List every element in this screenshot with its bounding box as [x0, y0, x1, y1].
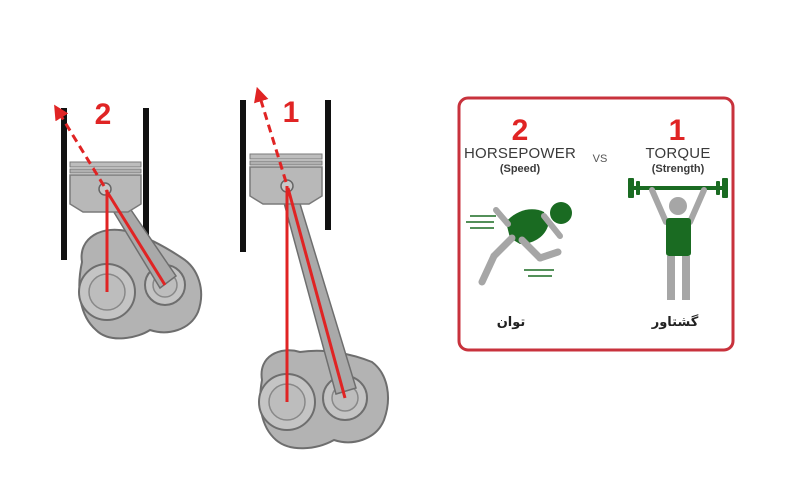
- cylinder-wall-right: [325, 100, 331, 230]
- engine-right: 1: [240, 86, 389, 450]
- sprinter-icon: [466, 202, 572, 286]
- cylinder-wall-left: [240, 100, 246, 252]
- horsepower-title: HORSEPOWER: [464, 145, 576, 162]
- rod-force-line: [104, 189, 167, 286]
- vs-label: VS: [593, 153, 608, 165]
- torque-persian-label: گشتاور: [651, 314, 699, 330]
- force-arrow: [54, 104, 106, 187]
- horsepower-subtitle: (Speed): [500, 163, 541, 175]
- comparison-card: 2 HORSEPOWER (Speed) VS 1 TORQUE (Streng…: [457, 96, 735, 352]
- cylinder-wall-right: [143, 108, 149, 238]
- weightlifter-icon: [628, 178, 728, 300]
- card-frame: [457, 96, 735, 352]
- crank-housing: [258, 349, 389, 450]
- engine-left: 2: [54, 98, 203, 340]
- engine-right-number: 1: [283, 96, 300, 129]
- torque-title: TORQUE: [645, 145, 710, 162]
- horsepower-number: 2: [512, 114, 529, 147]
- torque-number: 1: [669, 114, 686, 147]
- rod-force-line: [286, 187, 347, 399]
- cylinder-wall-left: [61, 108, 67, 260]
- engine-left-number: 2: [95, 98, 112, 131]
- torque-subtitle: (Strength): [652, 163, 705, 175]
- horsepower-persian-label: توان: [497, 315, 526, 330]
- force-arrow: [254, 86, 288, 183]
- piston: [249, 153, 323, 205]
